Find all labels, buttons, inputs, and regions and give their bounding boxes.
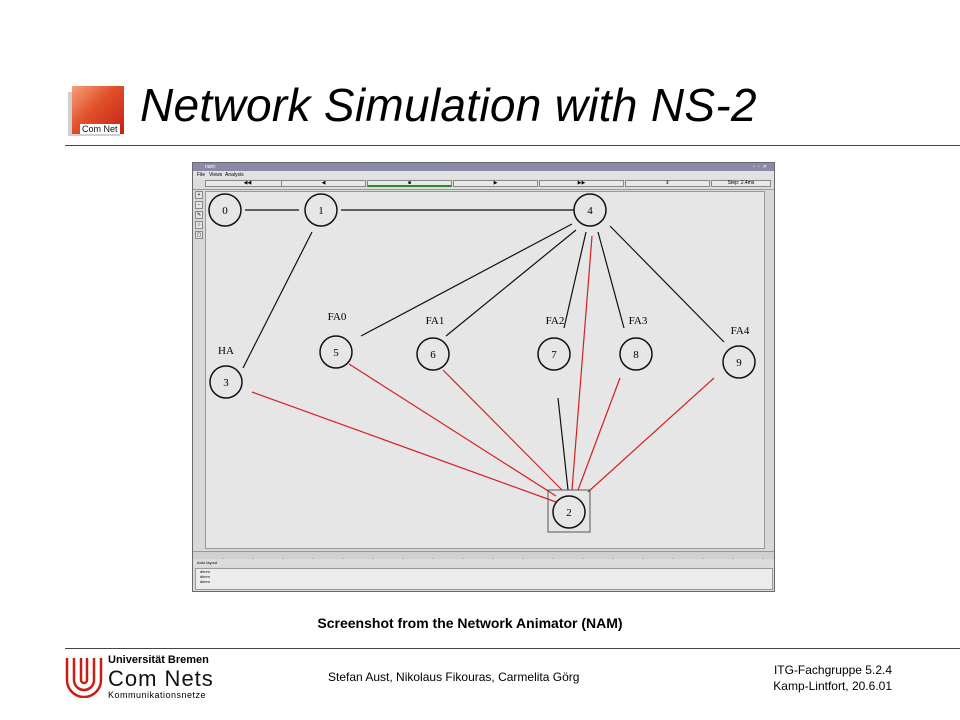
nam-titlebar: nam: ▫▫✕ [193, 163, 774, 171]
select-icon[interactable]: ○ [195, 221, 203, 229]
event-name: ITG-Fachgruppe 5.2.4 [773, 663, 892, 677]
node-label-fa3: FA3 [629, 315, 648, 327]
nam-canvas[interactable]: 0 1 4 3 5 6 7 8 9 2 HA FA0 FA1 FA2 FA3 F… [205, 191, 765, 549]
node-4 [573, 193, 607, 227]
node-5 [319, 335, 353, 369]
conference-info: ITG-Fachgruppe 5.2.4 Kamp-Lintfort, 20.6… [773, 662, 892, 694]
header-divider [65, 145, 960, 146]
university-name: Universität Bremen [108, 654, 209, 666]
auto-layout-label[interactable]: Auto layout [197, 560, 218, 565]
authors: Stefan Aust, Nikolaus Fikouras, Carmelit… [328, 670, 580, 684]
node-3-id: 3 [223, 377, 229, 389]
node-2 [552, 495, 586, 529]
move-icon[interactable]: ▢ [195, 231, 203, 239]
edit-icon[interactable]: ✎ [195, 211, 203, 219]
play-forward-button[interactable]: ▶ [453, 180, 538, 187]
node-3 [209, 365, 243, 399]
play-back-button[interactable]: ◀ [281, 180, 366, 187]
node-9 [722, 345, 756, 379]
link-4-5 [360, 223, 573, 337]
zoom-in-icon[interactable]: + [195, 191, 203, 199]
footer-divider [65, 648, 960, 649]
wireless-8-2 [577, 377, 621, 491]
nam-window-title: nam: [205, 164, 217, 170]
node-9-id: 9 [736, 357, 742, 369]
menu-views[interactable]: Views [209, 172, 223, 178]
link-4-8 [597, 231, 625, 329]
link-4-9 [609, 225, 725, 343]
nam-menubar: File Views Analysis [193, 171, 774, 179]
wireless-9-2 [587, 377, 715, 493]
node-8-id: 8 [633, 349, 639, 361]
stop-button[interactable]: ■ [367, 180, 452, 187]
node-5-id: 5 [333, 347, 339, 359]
node-label-fa0: FA0 [328, 311, 347, 323]
log-line: dimm [200, 569, 210, 574]
node-6-id: 6 [430, 349, 436, 361]
nam-status-bar: Auto layout [193, 559, 774, 567]
wireless-4-2 [571, 235, 593, 491]
page-title: Network Simulation with NS-2 [140, 79, 757, 131]
rewind-button[interactable]: ◀◀ [205, 180, 290, 187]
node-label-fa2: FA2 [546, 315, 565, 327]
window-buttons[interactable]: ▫▫✕ [753, 164, 770, 170]
link-4-6 [445, 229, 577, 337]
comnets-wordmark: Com Nets [108, 666, 214, 691]
step-readout[interactable]: Step: 2.4ms [711, 180, 771, 187]
fast-forward-button[interactable]: ▶▶ [539, 180, 624, 187]
node-6 [416, 337, 450, 371]
link-7-2 [557, 397, 569, 491]
nam-log-panel: dimm dimm dimm [195, 568, 773, 590]
wireless-5-2 [348, 363, 557, 497]
menu-file[interactable]: File [197, 172, 206, 178]
node-label-fa1: FA1 [426, 315, 445, 327]
nam-window: nam: ▫▫✕ File Views Analysis ◀◀ ◀ ■ ▶ ▶▶… [192, 162, 775, 592]
log-line: dimm [200, 579, 210, 584]
comnets-subtitle: Kommunikationsnetze [108, 690, 207, 700]
node-1-id: 1 [318, 205, 324, 217]
node-label-fa4: FA4 [731, 325, 750, 337]
zoom-out-icon[interactable]: − [195, 201, 203, 209]
node-1 [304, 193, 338, 227]
node-7 [537, 337, 571, 371]
node-0 [208, 193, 242, 227]
node-4-id: 4 [587, 205, 593, 217]
node-label-ha: HA [218, 345, 234, 357]
place-date: Kamp-Lintfort, 20.6.01 [773, 679, 892, 693]
link-4-7 [563, 231, 587, 329]
logo-text: Com Net [80, 124, 120, 134]
figure-caption: Screenshot from the Network Animator (NA… [317, 615, 623, 631]
node-0-id: 0 [222, 205, 228, 217]
node-2-selection-box [547, 489, 591, 533]
log-line: dimm [200, 574, 210, 579]
network-topology: 0 1 4 3 5 6 7 8 9 2 HA FA0 FA1 FA2 FA3 F… [208, 193, 756, 533]
menu-analysis[interactable]: Analysis [225, 172, 244, 178]
nam-playback-controls: ◀◀ ◀ ■ ▶ ▶▶ ⇕ Step: 2.4ms [193, 179, 774, 190]
time-slider-icon[interactable]: ⇕ [625, 180, 710, 187]
node-7-id: 7 [551, 349, 557, 361]
node-8 [619, 337, 653, 371]
link-1-3 [242, 231, 313, 369]
nam-side-tools: + − ✎ ○ ▢ [195, 191, 204, 241]
wireless-3-2 [251, 391, 557, 503]
university-bremen-logo-icon [65, 658, 103, 698]
node-2-id: 2 [566, 507, 572, 519]
wireless-6-2 [442, 369, 563, 491]
